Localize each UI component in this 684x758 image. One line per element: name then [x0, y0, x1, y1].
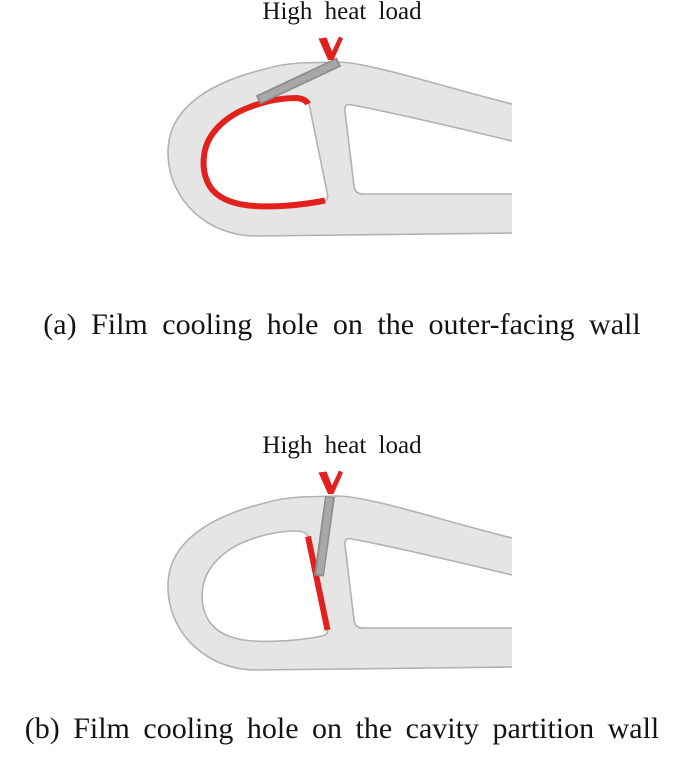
- heat-load-label-b: High heat load: [262, 432, 422, 459]
- diagram-b: [167, 470, 513, 671]
- heat-arrow-icon-b: [318, 470, 343, 494]
- outer-facing-wall-highlight: [200, 95, 326, 210]
- diagram-a: [167, 36, 513, 237]
- caption-b: (b) Film cooling hole on the cavity part…: [24, 712, 660, 745]
- partition-wall-highlight: [305, 535, 331, 631]
- heat-load-label-a: High heat load: [262, 0, 422, 25]
- film-cooling-hole-a: [255, 57, 342, 105]
- heat-arrow-icon-a: [318, 36, 343, 60]
- caption-a: (a) Film cooling hole on the outer-facin…: [43, 308, 641, 341]
- film-cooling-hole-b: [314, 495, 335, 577]
